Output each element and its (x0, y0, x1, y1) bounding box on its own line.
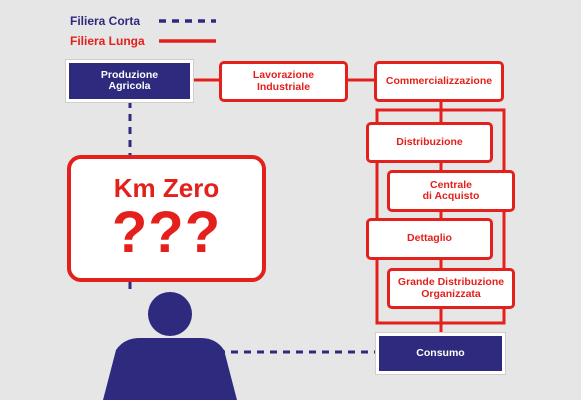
km-zero-callout: Km Zero ??? (67, 155, 266, 282)
node-consumo: Consumo (376, 333, 505, 374)
person-icon (103, 292, 237, 400)
legend-long-chain-label: Filiera Lunga (70, 34, 145, 48)
legend-short-chain-label: Filiera Corta (70, 14, 141, 28)
node-distribuzione: Distribuzione (366, 122, 493, 163)
node-dettaglio: Dettaglio (366, 218, 493, 260)
long-chain-frame (375, 108, 506, 325)
km-zero-title: Km Zero (113, 173, 220, 203)
node-commercializzazione: Commercializzazione (374, 61, 504, 102)
km-zero-question-marks: ??? (111, 200, 222, 265)
